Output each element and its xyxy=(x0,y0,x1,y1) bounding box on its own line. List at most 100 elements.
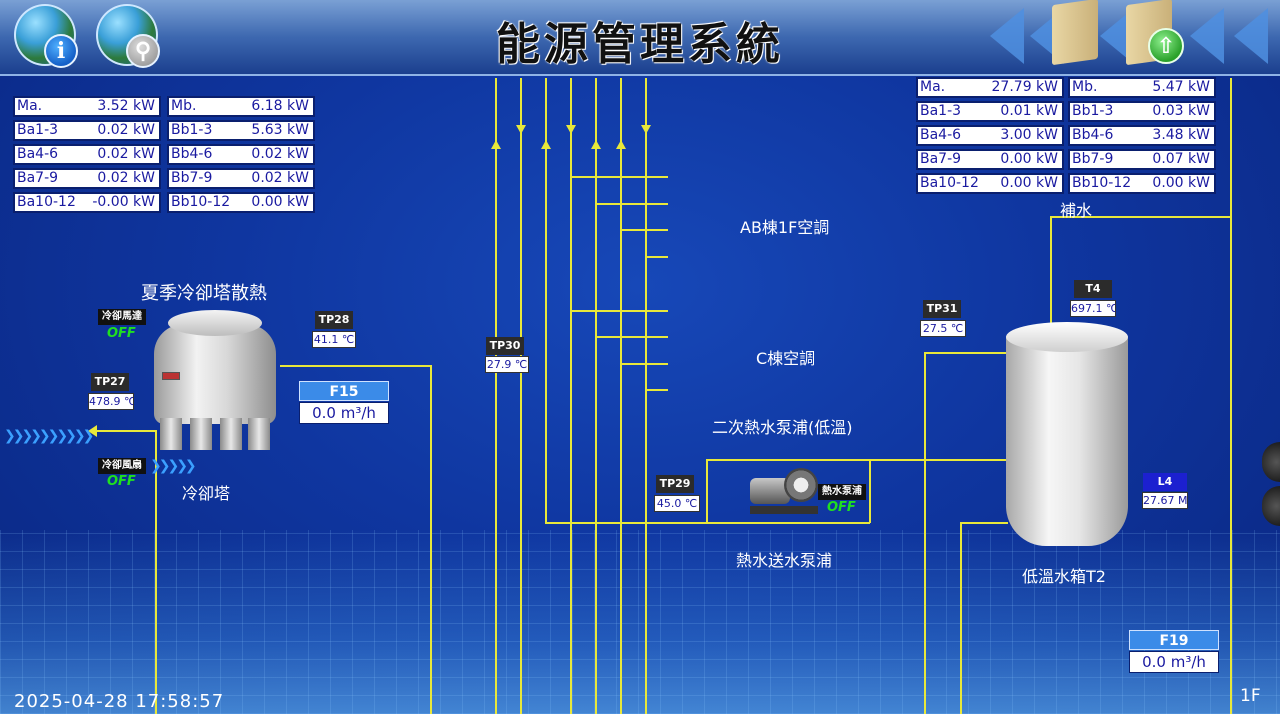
pipe xyxy=(430,365,432,714)
cooling-motor-label: 冷卻馬達 xyxy=(98,309,146,325)
flow-tag-f19[interactable]: F19 xyxy=(1129,630,1219,650)
info-globe-button[interactable]: i xyxy=(14,4,78,68)
timestamp: 2025-04-28 17:58:57 xyxy=(14,691,225,712)
wave-background xyxy=(0,530,1280,714)
chevron-left-icon xyxy=(1234,8,1268,64)
page-title: 能源管理系統 xyxy=(496,19,784,70)
flow-chevrons: ❯❯❯❯❯❯❯❯❯❯ xyxy=(4,428,94,444)
pipe xyxy=(595,203,668,205)
tower-leg xyxy=(248,418,270,450)
tank-body xyxy=(1006,336,1128,546)
flow-arrow-down xyxy=(566,125,576,134)
pump-base xyxy=(750,506,818,514)
pipe xyxy=(1050,216,1232,218)
pipe xyxy=(570,78,572,714)
pipe xyxy=(595,336,668,338)
flow-arrow-up xyxy=(616,140,626,149)
meter-row: Mb.5.47 kW xyxy=(1068,77,1216,98)
flow-arrow-down xyxy=(516,125,526,134)
sensor-tag-tp31[interactable]: TP31 xyxy=(923,300,961,318)
pipe xyxy=(645,389,668,391)
folder-icon[interactable] xyxy=(1052,0,1098,66)
cooling-section-title: 夏季冷卻塔散熱 xyxy=(141,283,267,304)
tower-leg xyxy=(220,418,242,450)
search-globe-button[interactable]: ⚲ xyxy=(96,4,160,68)
pipe xyxy=(620,363,668,365)
flow-arrow-down xyxy=(641,125,651,134)
side-scroll-handle[interactable] xyxy=(1262,486,1280,526)
sensor-tag-tp30[interactable]: TP30 xyxy=(486,337,524,355)
c-building-ac-label: C棟空調 xyxy=(756,349,816,368)
refill-label: 補水 xyxy=(1060,201,1093,220)
ab-building-ac-label: AB棟1F空調 xyxy=(740,218,830,237)
flow-arrow-up xyxy=(491,140,501,149)
level-value-l4: 27.67 M xyxy=(1142,492,1188,509)
pipe xyxy=(520,78,522,714)
pipe xyxy=(924,352,1008,354)
tank-cap xyxy=(1006,322,1128,352)
low-temp-water-tank[interactable] xyxy=(1006,322,1128,560)
hot-water-pump-label: 熱水送水泵浦 xyxy=(736,551,833,570)
chevron-left-icon xyxy=(1190,8,1224,64)
pipe xyxy=(960,522,1008,524)
cooling-tower[interactable] xyxy=(150,310,280,450)
pipe xyxy=(706,459,1008,461)
flow-chevrons: ❯❯❯❯❯ xyxy=(150,458,197,474)
info-icon: i xyxy=(44,34,78,68)
sensor-tag-tp27[interactable]: TP27 xyxy=(91,373,129,391)
pipe xyxy=(924,352,926,714)
pipe xyxy=(645,256,668,258)
pipe xyxy=(706,459,708,523)
sensor-value-tp30: 27.9 ℃ xyxy=(485,356,529,373)
level-tag-l4[interactable]: L4 xyxy=(1143,473,1187,491)
pipe xyxy=(155,430,157,714)
floor-indicator: 1F xyxy=(1240,686,1261,706)
tower-plate xyxy=(162,372,180,380)
cooling-fan-label: 冷卻風扇 xyxy=(98,458,146,474)
tower-top xyxy=(168,310,262,336)
pump-status-label: 熱水泵浦 xyxy=(818,484,866,500)
flow-arrow-up xyxy=(591,140,601,149)
sensor-tag-tp28[interactable]: TP28 xyxy=(315,311,353,329)
pipe xyxy=(570,310,668,312)
tank-label: 低溫水箱T2 xyxy=(1022,567,1106,586)
pipe xyxy=(645,78,647,714)
pipe xyxy=(545,78,547,524)
cooling-fan-status: OFF xyxy=(107,474,136,489)
pipe xyxy=(960,522,962,714)
pump-housing xyxy=(784,468,818,502)
meter-row: Mb.6.18 kW xyxy=(167,96,315,117)
sensor-tag-tp29[interactable]: TP29 xyxy=(656,475,694,493)
magnifier-icon: ⚲ xyxy=(126,34,160,68)
flow-tag-f15[interactable]: F15 xyxy=(299,381,389,401)
side-scroll-handle[interactable] xyxy=(1262,442,1280,482)
sensor-value-tp31: 27.5 ℃ xyxy=(920,320,966,337)
hot-water-pump[interactable] xyxy=(750,466,820,516)
pipe xyxy=(1050,216,1052,328)
flow-value-f15: 0.0 m³/h xyxy=(299,402,389,424)
header-bar: i ⚲ 能源管理系統 ⇧ xyxy=(0,0,1280,76)
sensor-value-tp28: 41.1 ℃ xyxy=(312,331,356,348)
sensor-tag-t4[interactable]: T4 xyxy=(1074,280,1112,298)
pipe xyxy=(545,522,870,524)
pipe xyxy=(869,459,871,523)
pipe xyxy=(495,78,497,714)
pipe xyxy=(1230,78,1232,714)
sensor-value-t4: 697.1 ℃ xyxy=(1070,300,1116,317)
up-arrow-button[interactable]: ⇧ xyxy=(1148,28,1184,64)
sensor-value-tp29: 45.0 ℃ xyxy=(654,495,700,512)
sensor-value-tp27: 478.9 ℃ xyxy=(88,393,134,410)
secondary-pump-label: 二次熱水泵浦(低溫) xyxy=(712,418,853,437)
cooling-tower-label: 冷卻塔 xyxy=(182,484,231,503)
